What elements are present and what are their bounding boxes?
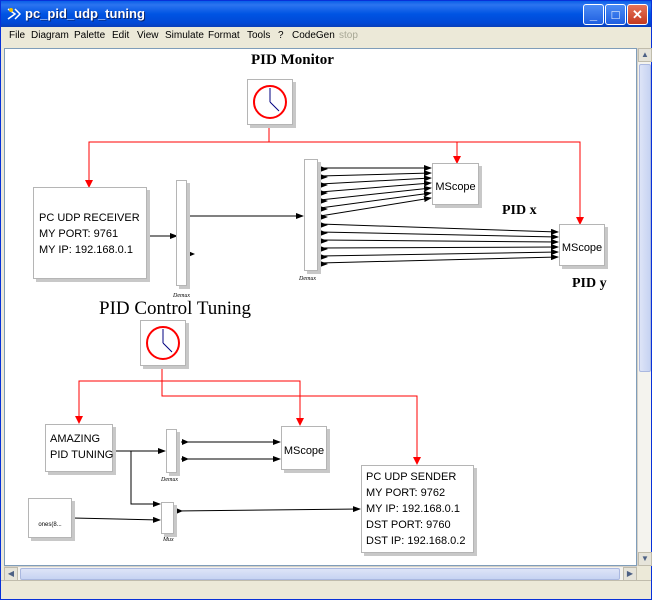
menu-diagram[interactable]: Diagram — [31, 30, 69, 41]
scroll-right-icon: ▶ — [626, 569, 634, 578]
vertical-scrollbar[interactable]: ▲ ▼ — [637, 48, 652, 566]
mscope-y-block[interactable]: MScope — [559, 224, 605, 266]
vertical-scroll-thumb[interactable] — [639, 64, 651, 372]
scroll-up-icon: ▲ — [641, 50, 649, 59]
data-links-tuning — [72, 439, 361, 523]
scroll-corner — [637, 566, 651, 580]
constant-block[interactable]: ones(8... — [28, 498, 72, 538]
demux-block-1[interactable] — [176, 180, 187, 286]
scroll-right-button[interactable]: ▶ — [623, 567, 637, 581]
constant-block-label: ones(8... — [38, 522, 62, 528]
demux-block-2[interactable] — [304, 159, 318, 271]
menu-bar: File Diagram Palette Edit View Simulate … — [1, 27, 651, 46]
menu-file[interactable]: File — [9, 30, 26, 41]
scroll-left-icon: ◀ — [7, 569, 15, 578]
window-title: pc_pid_udp_tuning — [25, 6, 145, 21]
tuning-clock-block[interactable] — [140, 320, 186, 366]
demux-label-1: Demux — [173, 293, 190, 299]
udp-sender-line-4: DST PORT: 9760 — [366, 519, 451, 531]
demux-label-2: Demux — [299, 276, 316, 282]
status-bar — [1, 580, 651, 599]
menu-codegen[interactable]: CodeGen — [292, 30, 335, 41]
horizontal-scroll-thumb[interactable] — [20, 568, 620, 580]
event-links-monitor — [85, 125, 584, 225]
menu-palette[interactable]: Palette — [74, 30, 106, 41]
mux-block[interactable] — [161, 502, 174, 534]
data-links-monitor — [147, 165, 559, 264]
mscope-tuning-block[interactable]: MScope — [281, 426, 327, 470]
mscope-x-block[interactable]: MScope — [432, 163, 479, 205]
scroll-down-icon: ▼ — [641, 554, 649, 563]
udp-receiver-block[interactable]: PC UDP RECEIVER MY PORT: 9761 MY IP: 192… — [33, 187, 147, 279]
event-links-tuning — [75, 366, 421, 465]
close-icon: ✕ — [632, 7, 643, 22]
menu-tools[interactable]: Tools — [247, 30, 271, 41]
diagram-links — [72, 125, 584, 523]
clock-icon — [146, 326, 180, 360]
amazing-pid-line-1: AMAZING — [50, 433, 101, 445]
demux-block-3[interactable] — [166, 429, 177, 473]
menu-format[interactable]: Format — [208, 30, 240, 41]
udp-receiver-line-3: MY IP: 192.168.0.1 — [39, 244, 133, 256]
minimize-icon: _ — [589, 7, 598, 22]
scroll-up-button[interactable]: ▲ — [638, 48, 652, 62]
monitor-clock-block[interactable] — [247, 79, 293, 125]
scroll-down-button[interactable]: ▼ — [638, 552, 652, 566]
mscope-tuning-label: MScope — [283, 445, 325, 457]
udp-receiver-line-2: MY PORT: 9761 — [39, 228, 119, 240]
menu-simulate[interactable]: Simulate — [165, 30, 204, 41]
udp-sender-line-5: DST IP: 192.168.0.2 — [366, 535, 466, 547]
menu-view[interactable]: View — [137, 30, 159, 41]
udp-sender-line-3: MY IP: 192.168.0.1 — [366, 503, 460, 515]
udp-sender-block[interactable]: PC UDP SENDER MY PORT: 9762 MY IP: 192.1… — [361, 465, 474, 553]
pid-x-label: PID x — [502, 203, 537, 218]
pid-monitor-label: PID Monitor — [251, 52, 334, 68]
diagram-canvas[interactable]: PID Monitor PID Control Tuning PID x PID… — [4, 48, 637, 566]
scroll-left-button[interactable]: ◀ — [4, 567, 18, 581]
mscope-y-label: MScope — [561, 242, 603, 254]
amazing-pid-tuning-block[interactable]: AMAZING PID TUNING — [45, 424, 113, 472]
pid-y-label: PID y — [572, 276, 607, 291]
udp-receiver-line-1: PC UDP RECEIVER — [39, 212, 140, 224]
minimize-button[interactable]: _ — [583, 4, 604, 25]
scicos-app-icon — [7, 8, 22, 20]
mscope-x-label: MScope — [435, 181, 476, 193]
amazing-pid-line-2: PID TUNING — [50, 449, 114, 461]
clock-icon — [253, 85, 287, 119]
horizontal-scrollbar[interactable]: ◀ ▶ — [4, 566, 637, 581]
menu-stop: stop — [339, 30, 358, 41]
port-arrows — [176, 166, 328, 514]
pid-control-tuning-label: PID Control Tuning — [99, 298, 252, 319]
close-button[interactable]: ✕ — [627, 4, 648, 25]
demux-label-3: Demux — [161, 477, 178, 483]
menu-edit[interactable]: Edit — [112, 30, 130, 41]
menu-help[interactable]: ? — [278, 30, 284, 41]
title-bar[interactable]: pc_pid_udp_tuning _ □ ✕ — [1, 1, 651, 27]
mux-label: Mux — [163, 537, 174, 543]
maximize-button[interactable]: □ — [605, 4, 626, 25]
udp-sender-line-2: MY PORT: 9762 — [366, 487, 446, 499]
udp-sender-line-1: PC UDP SENDER — [366, 471, 457, 483]
maximize-icon: □ — [611, 7, 620, 22]
